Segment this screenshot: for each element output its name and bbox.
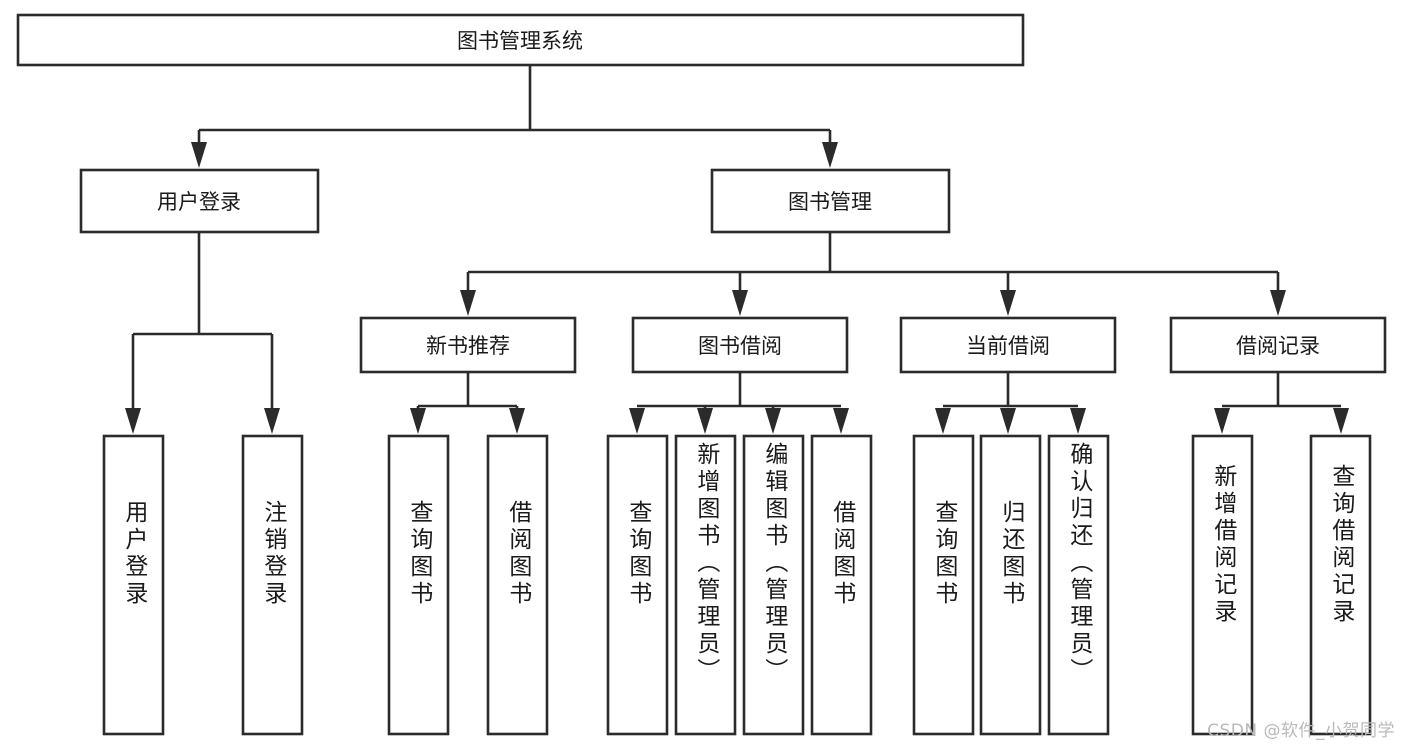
node-new-book-recommend-label: 新书推荐 (426, 334, 510, 358)
leaf-edit-book-admin-label: 编辑图书（管理员） (760, 442, 787, 685)
arrow-root-to-book-manage (822, 142, 838, 168)
leaf-borrow-book-1[interactable]: 借阅图书 (486, 434, 549, 736)
leaf-query-book-2[interactable]: 查询图书 (606, 434, 669, 736)
leaf-query-book-3[interactable]: 查询图书 (912, 434, 975, 736)
leaf-query-book-3-box[interactable] (912, 434, 975, 736)
node-new-book-recommend[interactable]: 新书推荐 (359, 316, 577, 374)
leaf-return-book-label: 归还图书 (997, 500, 1024, 608)
arrow-book-manage-c3 (1000, 290, 1016, 316)
leaf-add-borrow-record-label: 新增借阅记录 (1209, 464, 1236, 626)
leaf-return-book-box[interactable] (979, 434, 1042, 736)
arrow-current-borrow-leaf-2 (1000, 408, 1016, 434)
arrow-book-manage-c2 (732, 290, 748, 316)
node-borrow-record-box[interactable] (1169, 316, 1387, 374)
leaf-add-borrow-record[interactable]: 新增借阅记录 (1191, 434, 1254, 736)
node-new-book-recommend-box[interactable] (359, 316, 577, 374)
arrow-user-login-leaf-2 (264, 408, 280, 434)
leaf-confirm-return-admin-label: 确认归还（管理员） (1065, 442, 1092, 685)
node-user-login[interactable]: 用户登录 (79, 168, 320, 234)
leaf-logout-login-label: 注销登录 (259, 500, 286, 608)
node-borrow-record-label: 借阅记录 (1236, 334, 1320, 358)
node-user-login-box[interactable] (79, 168, 320, 234)
arrow-root-to-user-login (191, 142, 207, 168)
node-current-borrow-box[interactable] (899, 316, 1117, 374)
arrow-new-book-leaf-1 (410, 408, 426, 434)
node-book-manage-box[interactable] (710, 168, 951, 234)
leaf-user-login[interactable]: 用户登录 (102, 434, 165, 736)
node-book-manage-label: 图书管理 (788, 190, 872, 214)
arrow-book-borrow-leaf-3 (765, 408, 781, 434)
leaf-logout-login-label-wrap: 注销登录 (259, 500, 286, 608)
leaf-query-book-2-label: 查询图书 (624, 500, 651, 608)
leaf-query-borrow-record[interactable]: 查询借阅记录 (1309, 434, 1372, 736)
leaf-query-book-2-label-wrap: 查询图书 (624, 500, 651, 608)
leaf-confirm-return-admin-label-wrap: 确认归还（管理员） (1065, 442, 1092, 685)
arrow-borrow-record-leaf-2 (1333, 408, 1349, 434)
leaf-edit-book-admin[interactable]: 编辑图书（管理员） (742, 434, 805, 736)
arrow-user-login-leaf-1 (125, 408, 141, 434)
leaf-add-book-admin-label: 新增图书（管理员） (692, 442, 719, 685)
leaf-confirm-return-admin[interactable]: 确认归还（管理员） (1047, 434, 1110, 736)
leaf-query-book-1-box[interactable] (387, 434, 450, 736)
leaf-add-book-admin[interactable]: 新增图书（管理员） (674, 434, 737, 736)
node-root-label: 图书管理系统 (457, 29, 583, 53)
leaf-return-book-label-wrap: 归还图书 (997, 500, 1024, 608)
leaf-borrow-book-1-label: 借阅图书 (504, 500, 531, 608)
leaf-query-book-1-label: 查询图书 (405, 500, 432, 608)
connector-layer (125, 65, 1349, 434)
leaf-borrow-book-2[interactable]: 借阅图书 (810, 434, 873, 736)
leaf-query-book-1-label-wrap: 查询图书 (405, 500, 432, 608)
node-current-borrow[interactable]: 当前借阅 (899, 316, 1117, 374)
leaf-query-book-2-box[interactable] (606, 434, 669, 736)
leaf-user-login-label: 用户登录 (120, 500, 147, 608)
leaf-add-borrow-record-label-wrap: 新增借阅记录 (1209, 464, 1236, 626)
leaf-borrow-book-1-box[interactable] (486, 434, 549, 736)
leaf-edit-book-admin-label-wrap: 编辑图书（管理员） (760, 442, 787, 685)
node-user-login-label: 用户登录 (157, 190, 241, 214)
arrow-current-borrow-leaf-1 (935, 408, 951, 434)
leaf-query-book-1[interactable]: 查询图书 (387, 434, 450, 736)
node-book-borrow[interactable]: 图书借阅 (631, 316, 849, 374)
leaf-add-book-admin-label-wrap: 新增图书（管理员） (692, 442, 719, 685)
leaf-logout-login[interactable]: 注销登录 (241, 434, 304, 736)
leaf-borrow-book-2-box[interactable] (810, 434, 873, 736)
node-borrow-record[interactable]: 借阅记录 (1169, 316, 1387, 374)
arrow-book-manage-c4 (1270, 290, 1286, 316)
arrow-new-book-leaf-2 (509, 408, 525, 434)
arrow-book-borrow-leaf-1 (629, 408, 645, 434)
leaf-add-book-admin-box[interactable] (674, 434, 737, 736)
arrow-book-manage-c1 (460, 290, 476, 316)
arrow-borrow-record-leaf-1 (1214, 408, 1230, 434)
node-root-box[interactable] (16, 13, 1025, 67)
leaf-query-book-3-label: 查询图书 (930, 500, 957, 608)
node-root[interactable]: 图书管理系统 (16, 13, 1025, 67)
leaf-query-borrow-record-label-wrap: 查询借阅记录 (1327, 464, 1354, 626)
arrow-current-borrow-leaf-3 (1070, 408, 1086, 434)
leaf-edit-book-admin-box[interactable] (742, 434, 805, 736)
node-book-borrow-label: 图书借阅 (698, 334, 782, 358)
node-current-borrow-label: 当前借阅 (966, 334, 1050, 358)
leaf-query-borrow-record-box[interactable] (1309, 434, 1372, 736)
node-book-borrow-box[interactable] (631, 316, 849, 374)
leaf-return-book[interactable]: 归还图书 (979, 434, 1042, 736)
leaf-confirm-return-admin-box[interactable] (1047, 434, 1110, 736)
leaf-user-login-label-wrap: 用户登录 (120, 500, 147, 608)
node-book-manage[interactable]: 图书管理 (710, 168, 951, 234)
leaf-borrow-book-1-label-wrap: 借阅图书 (504, 500, 531, 608)
leaf-add-borrow-record-box[interactable] (1191, 434, 1254, 736)
leaf-query-borrow-record-label: 查询借阅记录 (1327, 464, 1354, 626)
leaf-borrow-book-2-label: 借阅图书 (828, 500, 855, 608)
leaf-borrow-book-2-label-wrap: 借阅图书 (828, 500, 855, 608)
arrow-book-borrow-leaf-4 (833, 408, 849, 434)
arrow-book-borrow-leaf-2 (697, 408, 713, 434)
leaf-user-login-box[interactable] (102, 434, 165, 736)
leaf-logout-login-box[interactable] (241, 434, 304, 736)
leaf-query-book-3-label-wrap: 查询图书 (930, 500, 957, 608)
